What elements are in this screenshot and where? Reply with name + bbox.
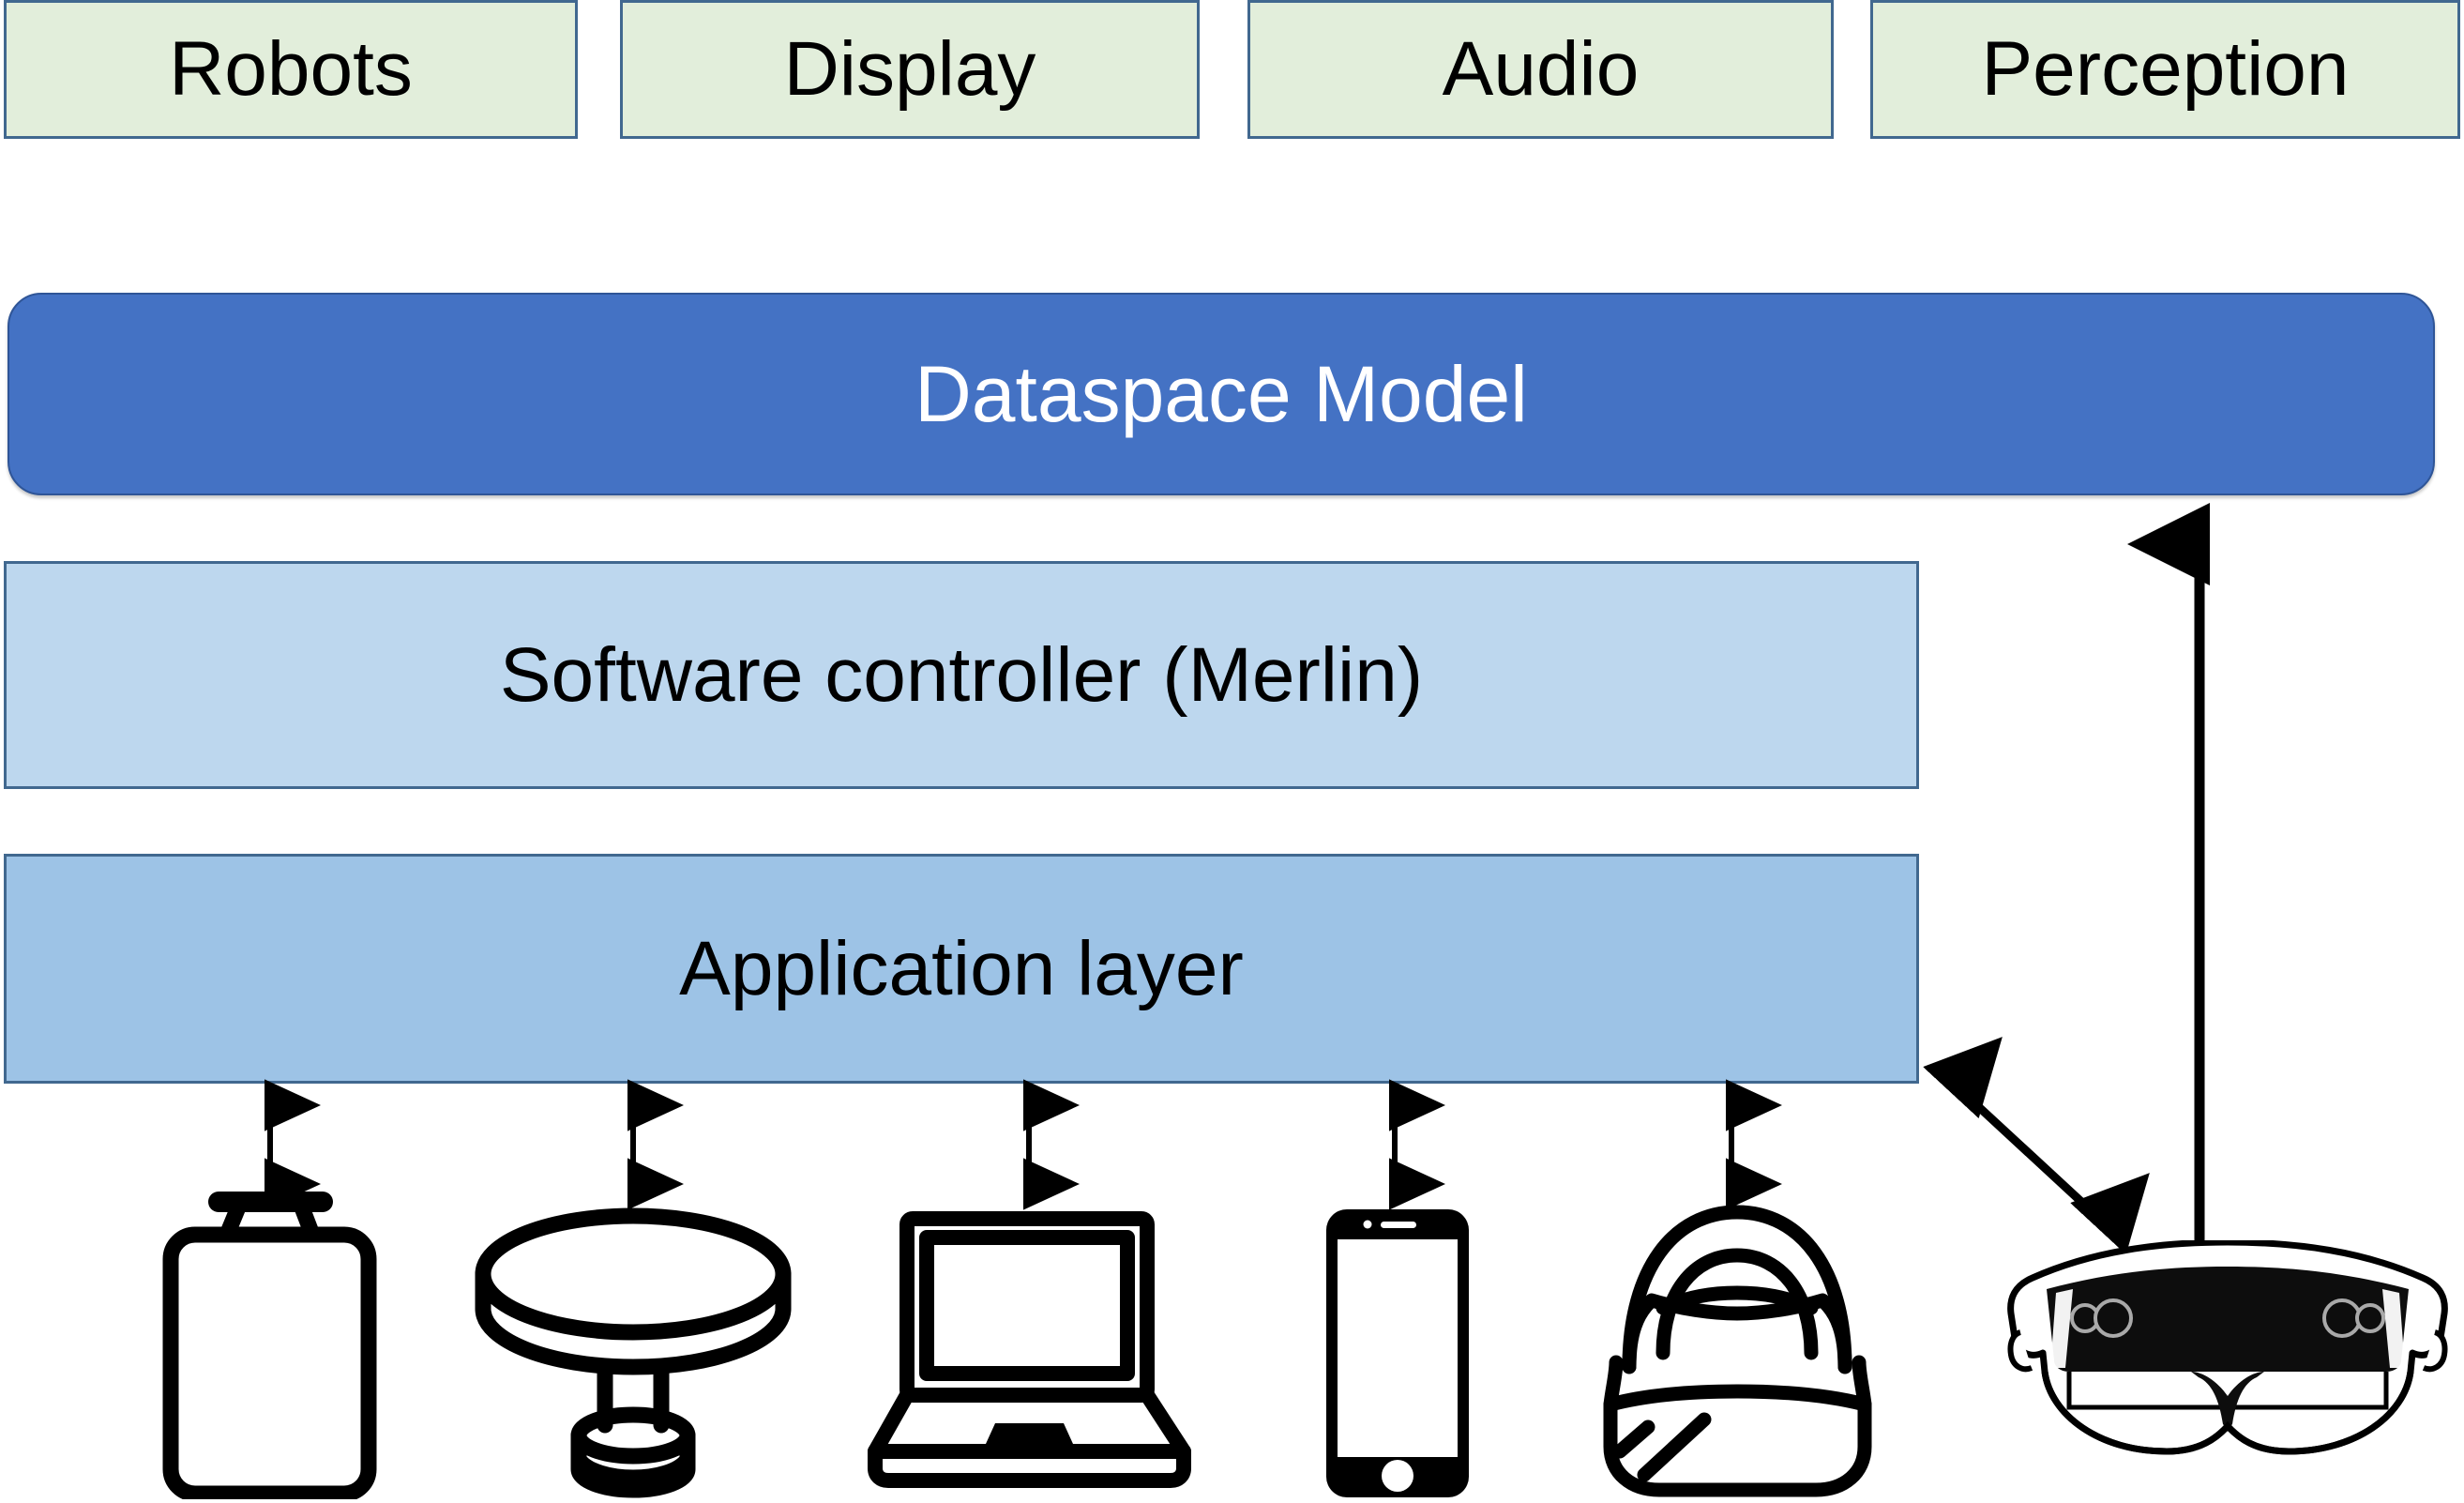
dataspace-model-label: Dataspace Model xyxy=(915,350,1528,438)
ar-headset-icon[interactable] xyxy=(2007,1238,2448,1465)
application-layer-box[interactable]: Application layer xyxy=(4,854,1919,1084)
capability-label-audio: Audio xyxy=(1442,26,1640,112)
dataspace-model-bar[interactable]: Dataspace Model xyxy=(8,293,2435,495)
software-controller-label: Software controller (Merlin) xyxy=(499,631,1424,718)
capability-box-audio[interactable]: Audio xyxy=(1247,0,1834,139)
capability-box-display[interactable]: Display xyxy=(620,0,1200,139)
capability-label-perception: Perception xyxy=(1981,26,2350,112)
capability-label-robots: Robots xyxy=(169,26,413,112)
capability-box-robots[interactable]: Robots xyxy=(4,0,578,139)
capability-label-display: Display xyxy=(783,26,1036,112)
phone-icon[interactable] xyxy=(1323,1206,1473,1501)
capability-box-perception[interactable]: Perception xyxy=(1870,0,2460,139)
laptop-icon[interactable] xyxy=(868,1206,1191,1496)
application-layer-label: Application layer xyxy=(679,925,1244,1011)
backpack-icon[interactable] xyxy=(1599,1203,1876,1498)
turntable-icon[interactable] xyxy=(469,1204,797,1503)
robot-icon[interactable] xyxy=(159,1190,380,1502)
software-controller-box[interactable]: Software controller (Merlin) xyxy=(4,561,1919,789)
connector-headset-app-link xyxy=(1923,1037,2150,1255)
